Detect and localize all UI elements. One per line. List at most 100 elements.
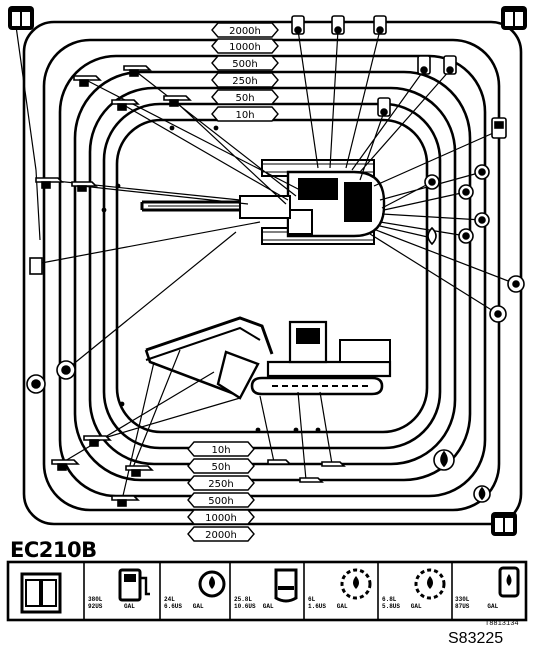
- side-arm: [144, 349, 241, 398]
- loop-outer: [22, 20, 523, 526]
- grease-gun-icon: [299, 477, 324, 483]
- capacity-table-frame: [6, 560, 528, 622]
- capacity-fuel-line2: 92US GAL: [88, 603, 135, 610]
- interval-labels-top: 2000h 1000h 500h 250h 50h 10h: [229, 26, 261, 121]
- manual-book-icon: [8, 6, 34, 30]
- interval-labels-bottom: 10h 50h 250h 500h 1000h 2000h: [205, 445, 237, 541]
- model-name: EC210B: [10, 538, 97, 562]
- cab: [287, 209, 313, 235]
- interval-tags-bottom: [187, 441, 255, 542]
- filter-icon: [417, 55, 431, 75]
- interval-label-top: 1000h: [229, 42, 261, 53]
- fuel-tank-icon: [491, 117, 507, 139]
- interval-label-bottom: 250h: [208, 479, 233, 490]
- grease-points: [101, 125, 321, 433]
- filter-icon: [291, 15, 305, 35]
- tag-10h-top: [211, 106, 279, 122]
- drain-plug-icon: [474, 164, 490, 180]
- excavator-side-view: [144, 316, 392, 400]
- corner-manual-icons: [8, 6, 527, 536]
- tag-10h-bottom: [187, 441, 255, 457]
- drain-plug-icon: [489, 305, 507, 323]
- capacity-hydraulic-line2: 10.6US GAL: [234, 603, 274, 610]
- loop-50h: [102, 102, 442, 450]
- capacity-fuel: 380L 92US GAL: [88, 596, 135, 610]
- tag-50h-bottom: [187, 458, 255, 474]
- capacity-travel-gear: 6.8L 5.8US GAL: [382, 596, 422, 610]
- tag-50h-top: [211, 89, 279, 105]
- oil-drop-icon: [433, 449, 455, 471]
- filter-icon: [377, 97, 391, 117]
- grease-gun-icon: [125, 465, 154, 477]
- grease-gun-icon: [267, 459, 292, 465]
- capacity-table: [6, 560, 528, 622]
- hydraulic-tank-icon: [274, 568, 298, 603]
- interval-label-bottom: 10h: [211, 445, 230, 456]
- interval-label-bottom: 1000h: [205, 513, 237, 524]
- grease-gun-icon: [35, 177, 64, 189]
- capacity-swing-gear-line1: 6L: [308, 596, 316, 603]
- engine-oil-icon: [198, 570, 226, 598]
- drain-plug-icon: [26, 374, 46, 394]
- tag-250h-bottom: [187, 475, 255, 491]
- capacity-engine-oil: 24L 6.6US GAL: [164, 596, 204, 610]
- tag-2000h-top: [211, 22, 279, 38]
- grease-gun-icon: [71, 181, 98, 192]
- engine-block: [298, 178, 338, 200]
- counterweight: [344, 182, 372, 222]
- coolant-icon: [498, 566, 520, 598]
- filter-icon: [29, 257, 43, 275]
- oil-drop-icon: [473, 485, 491, 503]
- excavator-top-view: [140, 159, 386, 245]
- interval-label-top: 250h: [232, 76, 257, 87]
- side-engine-hood: [339, 339, 391, 363]
- boom-base: [239, 195, 291, 219]
- capacity-swing-gear-line2: 1.6US GAL: [308, 603, 348, 610]
- interval-label-top: 50h: [235, 93, 254, 104]
- document-number: T8813134: [485, 620, 519, 628]
- interval-label-bottom: 2000h: [205, 530, 237, 541]
- side-boom: [145, 316, 274, 355]
- drain-plug-icon: [507, 275, 525, 293]
- oil-drop-icon: [427, 226, 437, 246]
- side-upper-body: [266, 360, 392, 378]
- swing-gear-icon: [340, 568, 372, 600]
- interval-label-bottom: 50h: [211, 462, 230, 473]
- grease-gun-icon: [111, 495, 140, 507]
- tag-500h-bottom: [187, 492, 255, 508]
- grease-gun-icon: [111, 99, 140, 111]
- capacity-coolant: 330L 87US GAL: [455, 596, 498, 610]
- grease-gun-icon: [321, 461, 346, 467]
- capacity-hydraulic: 25.8L 10.6US GAL: [234, 596, 274, 610]
- tag-250h-top: [211, 72, 279, 88]
- fuel-pump-icon: [118, 568, 150, 602]
- capacity-engine-oil-line1: 24L: [164, 596, 175, 603]
- grease-gun-icon: [123, 65, 152, 77]
- tag-1000h-bottom: [187, 509, 255, 525]
- capacity-travel-gear-line1: 6.8L: [382, 596, 397, 603]
- filter-icon: [331, 15, 345, 35]
- manual-book-icon: [20, 572, 62, 614]
- tag-1000h-top: [211, 38, 279, 54]
- capacity-travel-gear-line2: 5.8US GAL: [382, 603, 422, 610]
- loop-250h: [88, 86, 457, 466]
- interval-label-top: 500h: [232, 59, 257, 70]
- interval-label-top: 2000h: [229, 26, 261, 37]
- capacity-swing-gear: 6L 1.6US GAL: [308, 596, 348, 610]
- tag-2000h-bottom: [187, 526, 255, 542]
- filter-icon: [373, 15, 387, 35]
- capacity-coolant-line1: 330L: [455, 596, 470, 603]
- grease-gun-icon: [163, 95, 192, 107]
- manual-book-icon: [491, 512, 517, 536]
- grease-gun-icon: [83, 435, 112, 447]
- drain-plug-icon: [458, 228, 474, 244]
- filter-icon: [443, 55, 457, 75]
- loop-1000h: [58, 54, 487, 498]
- travel-gear-icon: [414, 568, 446, 600]
- tag-500h-top: [211, 55, 279, 71]
- grease-gun-icon: [73, 75, 102, 87]
- interval-label-top: 10h: [235, 110, 254, 121]
- interval-tags-top: [211, 22, 279, 122]
